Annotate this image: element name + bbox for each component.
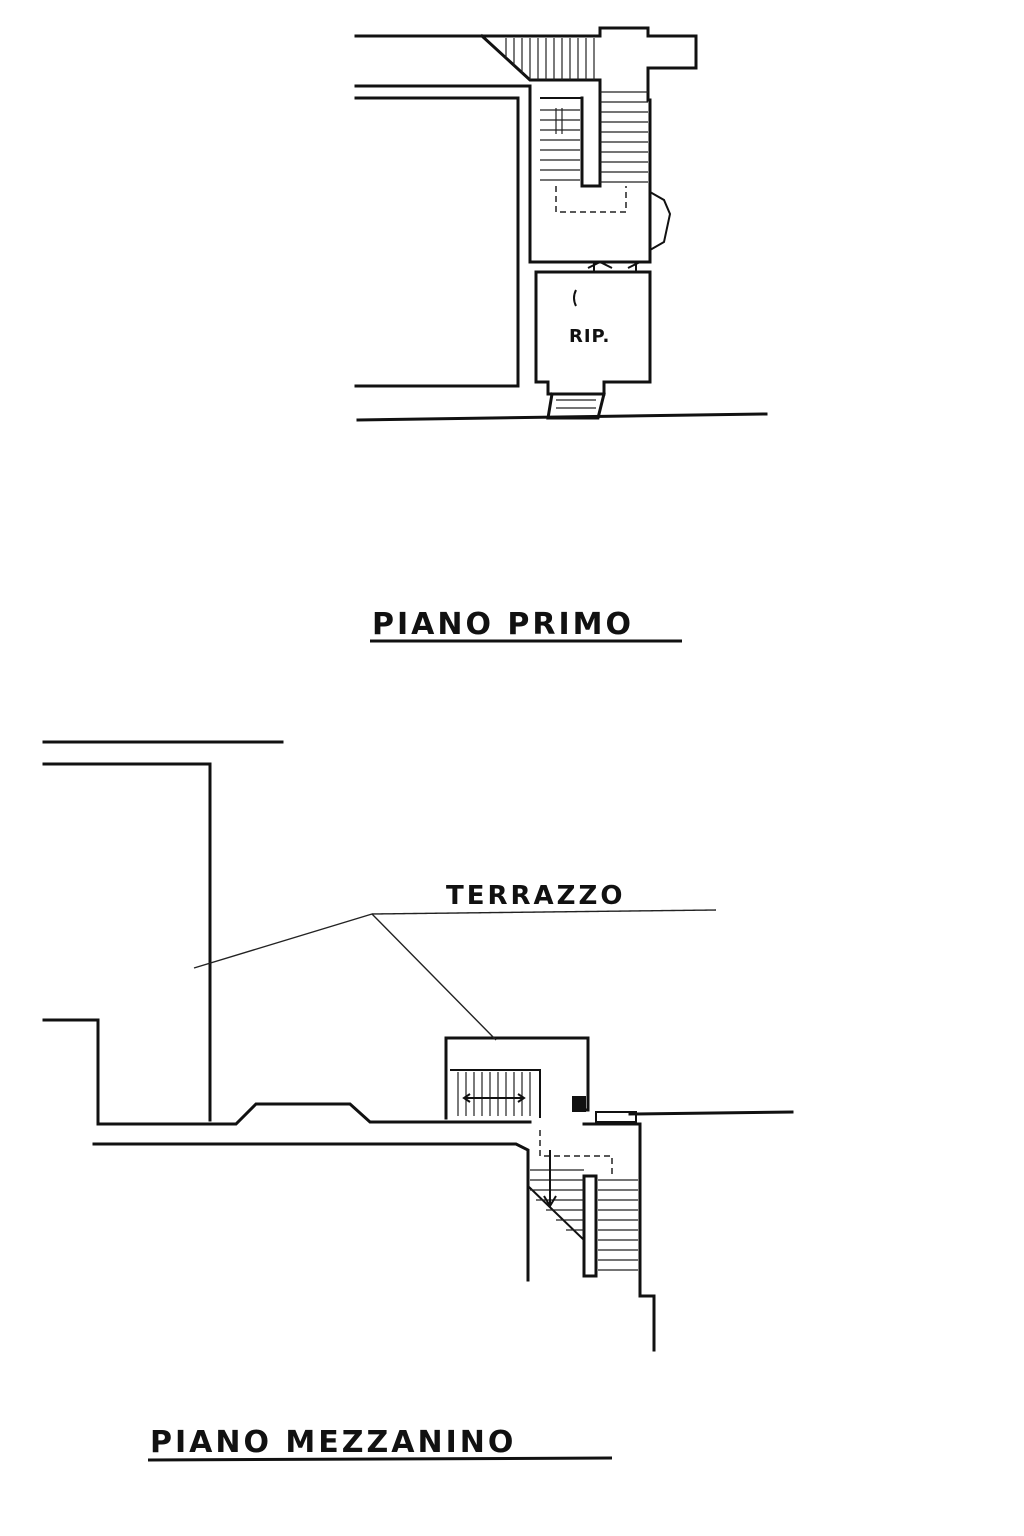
upper-stair-hatch-right	[600, 91, 648, 183]
terrazzo-label: TERRAZZO	[446, 881, 625, 911]
lower-terrace-arrow	[462, 1093, 526, 1103]
upper-landing-dashed	[555, 186, 627, 213]
plan-title-piano-primo: PIANO PRIMO	[372, 607, 634, 642]
lower-right-street-line	[628, 1110, 794, 1116]
lower-stair-dashed	[539, 1130, 613, 1176]
storage-room-label: RIP.	[569, 326, 610, 347]
lower-stair-down-arrow	[543, 1150, 557, 1208]
lower-front-wall	[42, 1018, 532, 1126]
upper-stair-divider	[580, 78, 602, 188]
plan-piano-mezzanino	[42, 740, 794, 1352]
plan-title-piano-mezzanino: PIANO MEZZANINO	[150, 1425, 516, 1460]
upper-stair-hatch-top	[505, 38, 595, 80]
lower-terrace-sill	[595, 1111, 637, 1123]
lower-stair-hatch-left	[530, 1169, 584, 1231]
lower-stair-diagonal	[527, 1185, 585, 1276]
upper-outer-wall-top	[354, 26, 698, 102]
lower-terrace-stair-hatch	[457, 1072, 531, 1116]
terrazzo-label-baseline	[371, 909, 717, 915]
upper-left-room-wall	[354, 96, 520, 388]
upper-stair-diagonal	[479, 33, 602, 82]
upper-storage-arc	[573, 289, 577, 307]
lower-terrace-pillar	[572, 1096, 586, 1112]
terrazzo-leader-line	[193, 913, 497, 1041]
upper-entrance-step	[546, 392, 606, 420]
upper-bay-window	[649, 191, 672, 251]
upper-entrance-hatch	[556, 399, 596, 409]
plan-title-piano-mezzanino-underline	[147, 1456, 613, 1462]
lower-stair-divider	[582, 1174, 598, 1278]
plan-piano-primo: RIP.	[354, 26, 768, 422]
upper-door-arrow	[587, 260, 641, 269]
lower-left-room-wall	[42, 762, 212, 1122]
lower-base-line	[92, 1142, 530, 1282]
lower-stair-right-wall	[582, 1122, 656, 1352]
upper-stair-hatch-left	[540, 108, 580, 181]
lower-terrace-stair-frame	[450, 1069, 541, 1118]
lower-stair-hatch-right	[598, 1179, 638, 1271]
upper-stair-core	[528, 84, 652, 264]
